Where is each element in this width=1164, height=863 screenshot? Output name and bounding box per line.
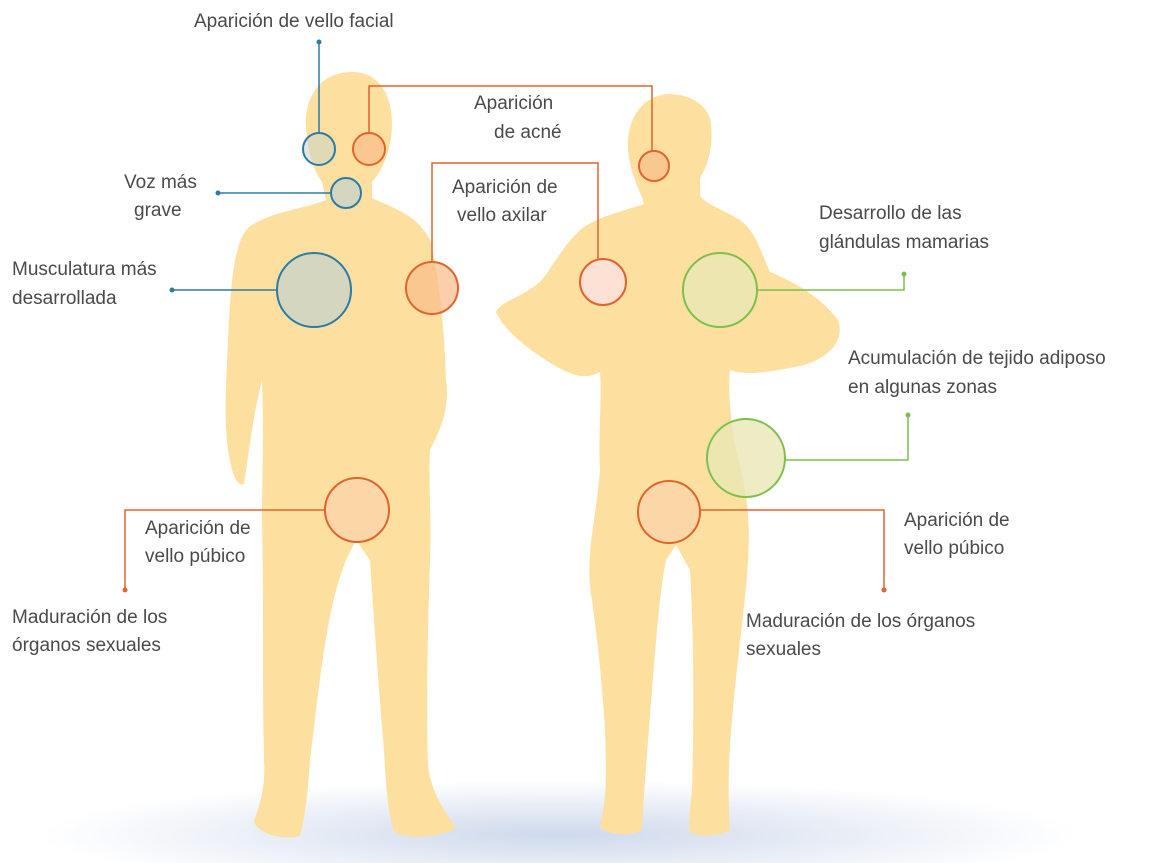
marker-axillary-male bbox=[406, 262, 458, 314]
tip-muscle bbox=[170, 288, 175, 293]
floor-shadow bbox=[40, 780, 1080, 863]
marker-axillary-female bbox=[580, 259, 626, 305]
tip-adipose bbox=[906, 413, 911, 418]
label-voice-line1: Voz más bbox=[124, 172, 197, 193]
tip-pubic-female bbox=[882, 588, 887, 593]
marker-adipose bbox=[707, 419, 785, 497]
label-female-pubic-line1: Aparición de bbox=[904, 510, 1010, 531]
label-facial-hair: Aparición de vello facial bbox=[194, 11, 394, 32]
marker-pubic-female bbox=[638, 481, 700, 543]
label-adipose-line1: Acumulación de tejido adiposo bbox=[848, 348, 1106, 369]
marker-voice bbox=[331, 178, 361, 208]
label-muscle-line2: desarrollada bbox=[12, 288, 117, 309]
label-female-organs-line1: Maduración de los órganos bbox=[746, 611, 975, 632]
tip-pubic-male bbox=[123, 588, 128, 593]
label-male-pubic-line2: vello púbico bbox=[145, 546, 245, 567]
label-voice-line2: grave bbox=[134, 200, 182, 221]
tip-voice bbox=[216, 191, 221, 196]
label-axillary-line2: vello axilar bbox=[457, 205, 547, 226]
marker-facial-hair bbox=[303, 133, 335, 165]
tip-facial-hair bbox=[317, 40, 322, 45]
marker-acne-female bbox=[639, 151, 669, 181]
marker-acne-male bbox=[353, 133, 385, 165]
label-female-organs-line2: sexuales bbox=[746, 639, 821, 660]
label-acne-line2: de acné bbox=[494, 122, 562, 143]
label-male-organs-line2: órganos sexuales bbox=[12, 635, 161, 656]
label-muscle-line1: Musculatura más bbox=[12, 259, 157, 280]
label-acne-line1: Aparición bbox=[474, 93, 553, 114]
label-mammary-line2: glándulas mamarias bbox=[819, 232, 989, 253]
tip-mammary bbox=[902, 272, 907, 277]
label-mammary-line1: Desarrollo de las bbox=[819, 203, 962, 224]
label-female-pubic-line2: vello púbico bbox=[904, 538, 1004, 559]
marker-muscle bbox=[277, 253, 351, 327]
label-axillary-line1: Aparición de bbox=[452, 177, 558, 198]
label-male-organs-line1: Maduración de los bbox=[12, 607, 167, 628]
connector-adipose bbox=[785, 415, 908, 460]
marker-pubic-male bbox=[325, 478, 389, 542]
label-adipose-line2: en algunas zonas bbox=[848, 377, 997, 398]
label-male-pubic-line1: Aparición de bbox=[145, 518, 251, 539]
female-silhouette bbox=[496, 94, 840, 836]
marker-mammary bbox=[683, 253, 757, 327]
